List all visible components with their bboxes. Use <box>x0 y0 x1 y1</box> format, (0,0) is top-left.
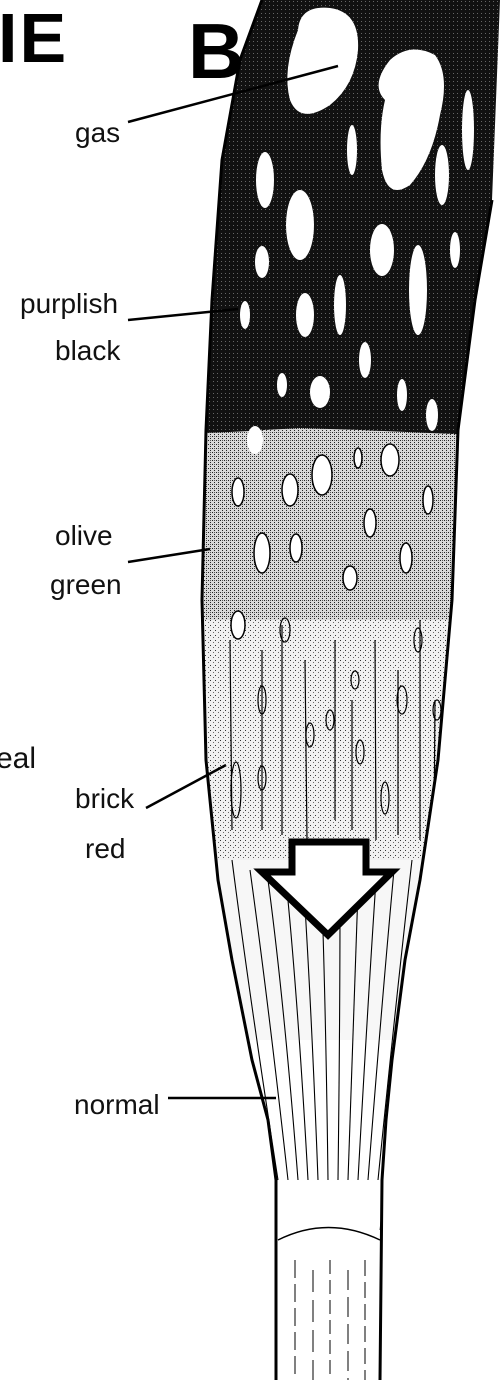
label-gas: gas <box>75 117 120 148</box>
label-green: green <box>50 569 122 600</box>
label-olive: olive <box>55 520 113 551</box>
label-red: red <box>85 833 125 864</box>
label-normal: normal <box>74 1089 160 1120</box>
cropped-side-text: eal <box>0 742 36 775</box>
cropped-heading: IE <box>0 0 68 77</box>
label-brick: brick <box>75 783 135 814</box>
tendon-end <box>276 1228 380 1390</box>
label-purplish: purplish <box>20 288 118 319</box>
label-black: black <box>55 335 121 366</box>
brick-red-zone <box>0 620 500 860</box>
